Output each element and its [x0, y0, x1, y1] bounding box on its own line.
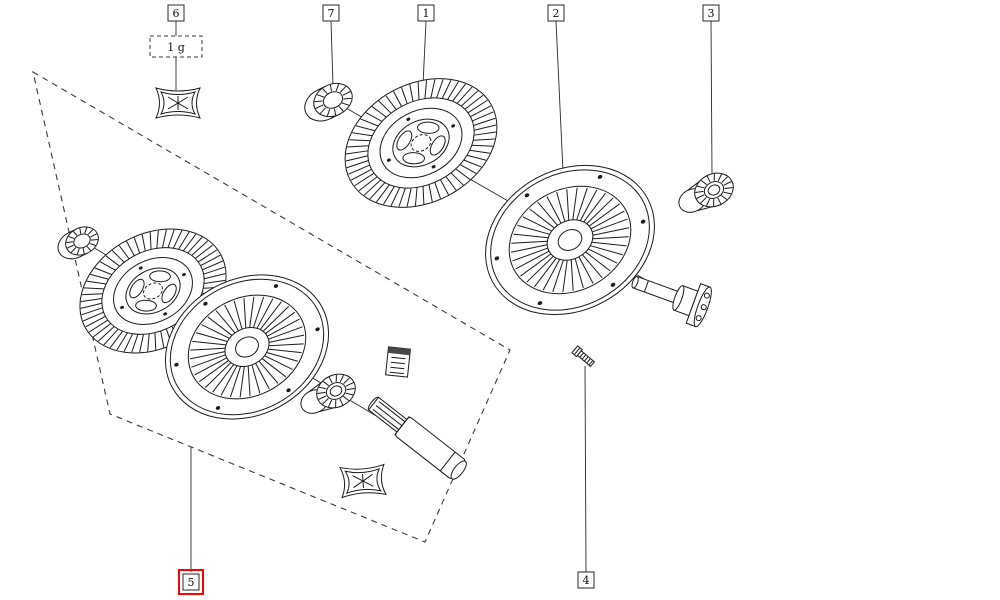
- callout-part7[interactable]: 7: [322, 4, 340, 22]
- leader-line-1: [422, 20, 427, 86]
- grease-packet-part: [156, 88, 200, 118]
- input-shaft-part: [626, 262, 715, 329]
- pressure-plate-part: [459, 137, 681, 344]
- callout-label: 4: [583, 574, 590, 587]
- callout-part2[interactable]: 2: [547, 4, 565, 22]
- grease-quantity-frame: [149, 35, 203, 58]
- callout-part1[interactable]: 1: [417, 4, 435, 22]
- callout-label: 6: [173, 7, 180, 20]
- callout-box: [167, 4, 185, 22]
- kit-grease-packet-part: [340, 465, 386, 498]
- instruction-booklet-part: [386, 347, 411, 377]
- leader-line-7: [330, 20, 334, 87]
- kit-bearing-part: [53, 222, 103, 264]
- callout-part5[interactable]: 5: [182, 573, 200, 591]
- bolt-part: [572, 346, 595, 368]
- callout-box: [182, 573, 200, 591]
- grease-quantity-box: 1 g: [149, 35, 203, 58]
- callout-box: [577, 571, 595, 589]
- leader-line-2: [555, 20, 564, 173]
- clutch-disc-part: [323, 53, 520, 233]
- release-bearing-part: [673, 167, 739, 221]
- callout-label: 7: [328, 7, 335, 20]
- callout-label: 2: [553, 7, 560, 20]
- grease-quantity-label: 1 g: [167, 41, 185, 54]
- kit-pressure-plate-part: [140, 247, 354, 447]
- callout-box: [322, 4, 340, 22]
- leader-lines: [175, 20, 713, 573]
- callout-box: [417, 4, 435, 22]
- callout-part4[interactable]: 4: [577, 571, 595, 589]
- kit-release-bearing-part: [295, 368, 361, 422]
- leader-line-4: [584, 365, 587, 573]
- selected-callout-highlight: [178, 569, 204, 595]
- pilot-bearing-part: [299, 77, 358, 127]
- kit-boundary-outline: [32, 70, 511, 543]
- callout-label: 3: [708, 7, 715, 20]
- leader-line-3: [710, 20, 713, 174]
- alignment-tool-part: [364, 393, 469, 483]
- callout-label: 1: [423, 7, 430, 20]
- callout-part3[interactable]: 3: [702, 4, 720, 22]
- callout-box: [702, 4, 720, 22]
- callout-part6[interactable]: 6: [167, 4, 185, 22]
- callout-label: 5: [188, 576, 195, 589]
- callout-box: [547, 4, 565, 22]
